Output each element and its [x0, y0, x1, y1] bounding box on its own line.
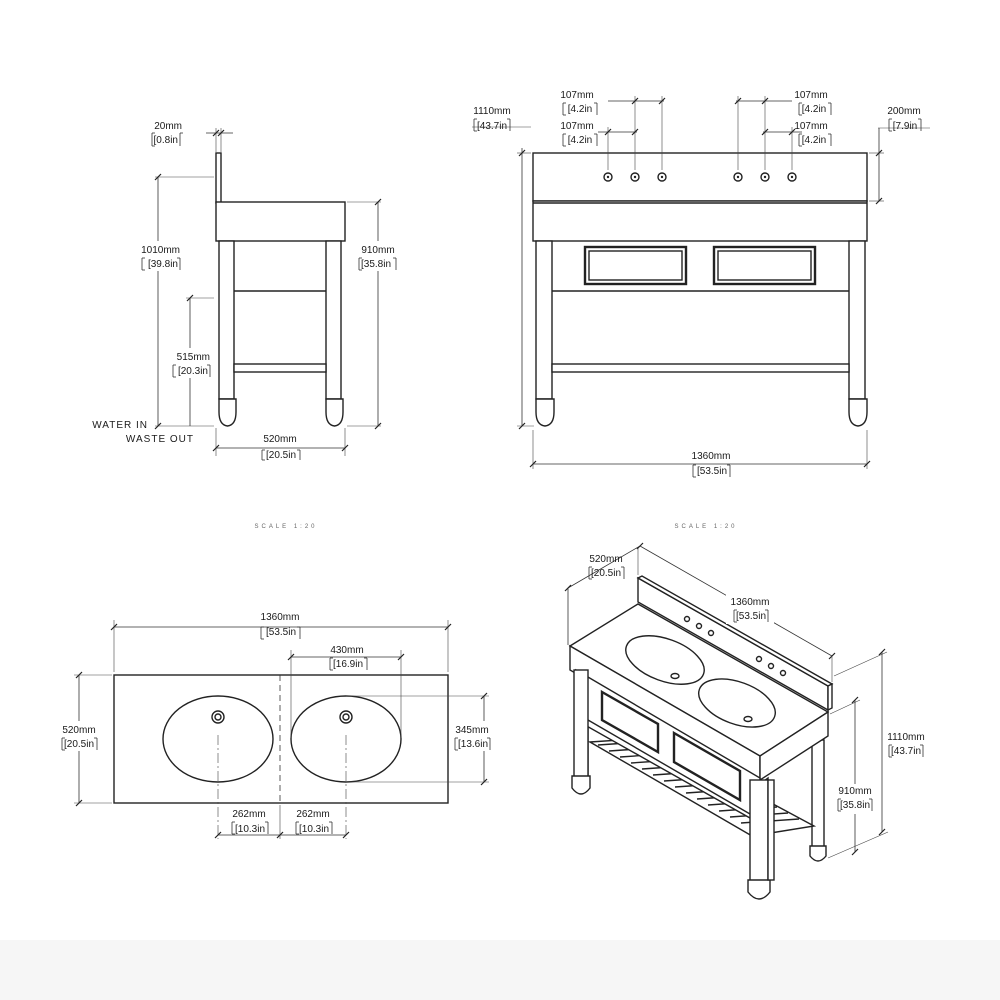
scale-label-left: SCALE 1:20 [254, 524, 317, 530]
front-splash-height-in: [7.9in [893, 121, 917, 132]
side-counter-height-mm: 910mm [361, 245, 394, 256]
tap-hole [733, 172, 743, 182]
iso-drawer-right [672, 730, 742, 803]
iso-depth-mm: 520mm [589, 554, 622, 565]
side-leg-right [325, 240, 342, 400]
front-leg-right [848, 240, 866, 400]
side-total-height-mm: 1010mm [141, 245, 180, 256]
plan-width-in: [53.5in [266, 627, 296, 638]
side-depth-in: [20.5in [266, 450, 296, 461]
side-splash-width-in: [0.8in [154, 135, 178, 146]
tap-spacing-a-mm: 107mm [560, 90, 593, 101]
front-foot-left [535, 398, 555, 427]
iso-leg-front-right [749, 779, 769, 885]
plan-view: 1360mm [53.5in 430mm [16.9in 520mm [20.5… [58, 612, 491, 839]
isometric-view: 520mm [20.5in 1360mm [53.5in 1110mm [43.… [564, 542, 925, 900]
water-in-label: WATER IN [92, 420, 148, 431]
side-leg-left [218, 240, 235, 400]
iso-counter-height-in: [35.8in [840, 800, 870, 811]
iso-depth-in: [20.5in [591, 568, 621, 579]
front-leg-left [535, 240, 553, 400]
tap-holes [603, 172, 797, 182]
tap-spacing-b-mm: 107mm [560, 121, 593, 132]
front-splash-height-mm: 200mm [887, 106, 920, 117]
drain-icon [339, 710, 353, 724]
front-shelf [551, 363, 850, 373]
tap-spacing-b-in: [4.2in [568, 135, 592, 146]
iso-width-in: [53.5in [736, 611, 766, 622]
side-water-height-in: [20.3in [178, 366, 208, 377]
plan-basin-width-mm: 430mm [330, 645, 363, 656]
plan-basin-depth-mm: 345mm [455, 725, 488, 736]
side-counter-height-in: [35.8in [361, 259, 391, 270]
iso-basin-left [625, 635, 705, 685]
front-countertop [532, 200, 868, 242]
scale-label-right: SCALE 1:20 [674, 524, 737, 530]
iso-drawer-left [600, 689, 660, 755]
tap-hole [630, 172, 640, 182]
front-elevation-view: 107mm [4.2in 107mm [4.2in 107mm [4.2in 1… [472, 90, 930, 478]
front-drawer-left [583, 245, 688, 286]
iso-counter-height-mm: 910mm [838, 786, 871, 797]
tap-spacing-d-mm: 107mm [794, 121, 827, 132]
front-foot-right [848, 398, 868, 427]
side-foot-right [325, 398, 344, 427]
tap-hole [760, 172, 770, 182]
side-water-height-mm: 515mm [177, 352, 210, 363]
tap-spacing-d-in: [4.2in [802, 135, 826, 146]
tap-hole [603, 172, 613, 182]
plan-basin-offset-left-in: [10.3in [235, 824, 265, 835]
front-width-mm: 1360mm [692, 451, 731, 462]
plan-width-mm: 1360mm [261, 612, 300, 623]
tap-spacing-c-mm: 107mm [794, 90, 827, 101]
iso-width-mm: 1360mm [731, 597, 770, 608]
side-countertop [215, 201, 346, 242]
tap-hole [657, 172, 667, 182]
plan-basin-width-in: [16.9in [333, 659, 363, 670]
front-total-height-mm: 1110mm [473, 106, 510, 117]
plan-basin-offset-right-mm: 262mm [296, 809, 329, 820]
plan-basin-offset-right-in: [10.3in [299, 824, 329, 835]
tap-spacing-c-in: [4.2in [802, 104, 826, 115]
front-width-in: [53.5in [697, 466, 727, 477]
side-total-height-in: [39.8in [148, 259, 178, 270]
iso-countertop-side [759, 710, 829, 782]
page-footer-band [0, 940, 1000, 1000]
iso-total-height-in: [43.7in [891, 746, 921, 757]
plan-depth-in: [20.5in [64, 739, 94, 750]
front-drawer-right [712, 245, 817, 286]
front-total-height-in: [43.7in [477, 121, 507, 132]
side-splash-width-mm: 20mm [154, 121, 182, 132]
front-splashback [532, 152, 868, 202]
drain-icon [211, 710, 225, 724]
side-elevation-view: 20mm [0.8in 1010mm [39.8in 515mm [20.3in [92, 121, 400, 461]
iso-total-height-mm: 1110mm [887, 732, 924, 743]
iso-leg-back-right [811, 739, 825, 851]
side-depth-mm: 520mm [263, 434, 296, 445]
iso-basin-right [698, 678, 776, 728]
side-foot-left [218, 398, 237, 427]
plan-basin-offset-left-mm: 262mm [232, 809, 265, 820]
iso-leg-front-left [573, 669, 589, 781]
plan-basin-depth-in: [13.6in [458, 739, 488, 750]
waste-out-label: WASTE OUT [126, 434, 194, 445]
tap-spacing-a-in: [4.2in [568, 104, 592, 115]
side-shelf [233, 363, 327, 373]
plan-depth-mm: 520mm [62, 725, 95, 736]
tap-hole [787, 172, 797, 182]
side-splashback [215, 152, 222, 204]
